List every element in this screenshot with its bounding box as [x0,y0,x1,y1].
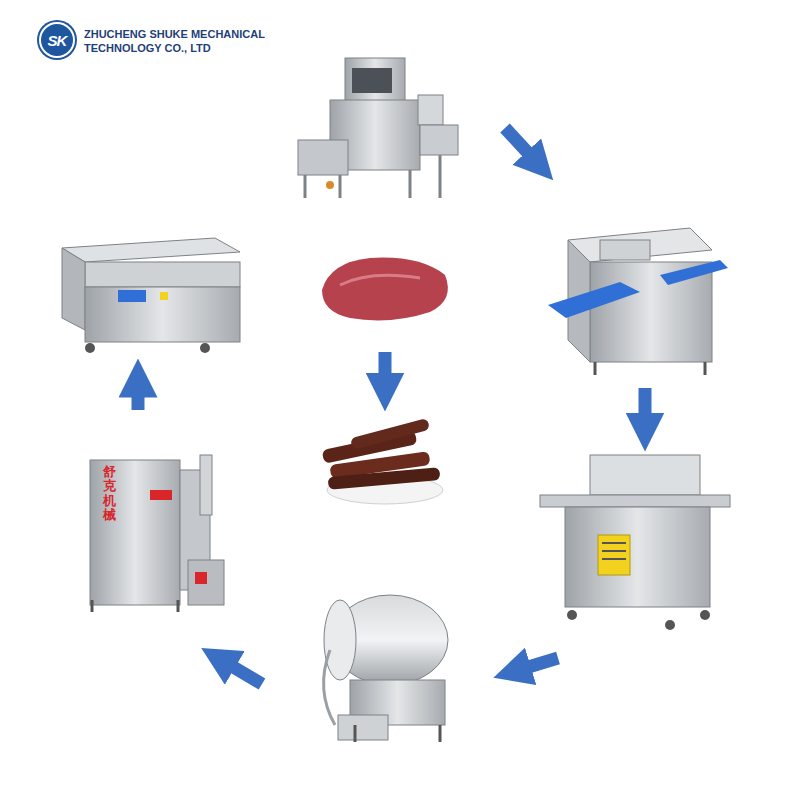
brine-injector-part [420,125,458,155]
slicing-machine-part [600,240,650,260]
beef-jerky-part [350,418,430,450]
vacuum-packing-machine [62,238,240,353]
slicing-machine-part [660,260,728,285]
raw-meat [322,258,448,321]
strip-cutting-machine-part [602,558,626,560]
slicing-machine-part [594,362,597,375]
flow-arrow-part [218,658,262,684]
smokehouse-part [188,560,224,605]
vacuum-tumbler [324,595,448,742]
strip-cutting-machine-part [602,550,626,552]
vacuum-tumbler-part [324,650,335,725]
vacuum-packing-machine-part [160,292,168,300]
slicing-machine [548,228,728,375]
slicing-machine-part [568,228,712,262]
strip-cutting-machine [540,455,730,630]
brine-injector-part [304,175,307,198]
smokehouse-part [150,490,172,500]
smokehouse [90,455,224,612]
strip-cutting-machine-part [700,610,710,620]
smokehouse-part [200,455,212,515]
slicing-machine-part [548,282,640,318]
smokehouse-part [91,600,94,612]
brine-injector-part [409,170,412,198]
logo-badge: SK [39,22,75,58]
vacuum-tumbler-part [354,725,357,742]
logo-text: SK [48,32,67,49]
brine-injector-part [352,68,392,93]
brine-injector-part [345,58,405,103]
flow-arrow-part [505,128,540,166]
flow-arrow-part [512,658,558,672]
flow-arrow-part [132,378,145,410]
vacuum-packing-machine-part [85,262,240,287]
vacuum-packing-machine-part [62,238,240,262]
vacuum-packing-machine-part [118,290,146,302]
beef-jerky-part [328,467,441,490]
vacuum-packing-machine-part [85,343,95,353]
slicing-machine-part [704,362,707,375]
vacuum-tumbler-part [439,725,442,742]
smokehouse-part [195,572,207,584]
smokehouse-part [90,460,180,605]
strip-cutting-machine-part [565,507,710,607]
company-name: ZHUCHENG SHUKE MECHANICAL TECHNOLOGY CO.… [84,27,284,55]
brine-injector-part [326,181,334,189]
brine-injector-part [439,155,442,198]
brine-injector-part [298,140,348,175]
strip-cutting-machine-part [598,535,630,575]
strip-cutting-machine-part [602,542,626,544]
vacuum-packing-machine-part [200,343,210,353]
flow-arrow-part [639,388,652,432]
brine-injector [298,58,458,198]
vacuum-tumbler-part [338,715,388,740]
smokehouse-part [177,600,180,612]
vacuum-packing-machine-part [85,287,240,342]
raw-meat-part [340,275,420,285]
vacuum-packing-machine-part [62,248,85,330]
flow-arrow-part [379,352,392,392]
beef-jerky [322,418,443,504]
raw-meat-part [322,258,448,321]
brine-injector-part [418,95,443,125]
brine-injector-part [339,175,342,198]
strip-cutting-machine-part [665,620,675,630]
machine-brand-text: 舒克机械 [103,465,116,522]
strip-cutting-machine-part [590,455,700,495]
strip-cutting-machine-part [540,495,730,507]
vacuum-tumbler-part [324,600,356,680]
strip-cutting-machine-part [567,610,577,620]
flow-arrow [138,128,645,684]
